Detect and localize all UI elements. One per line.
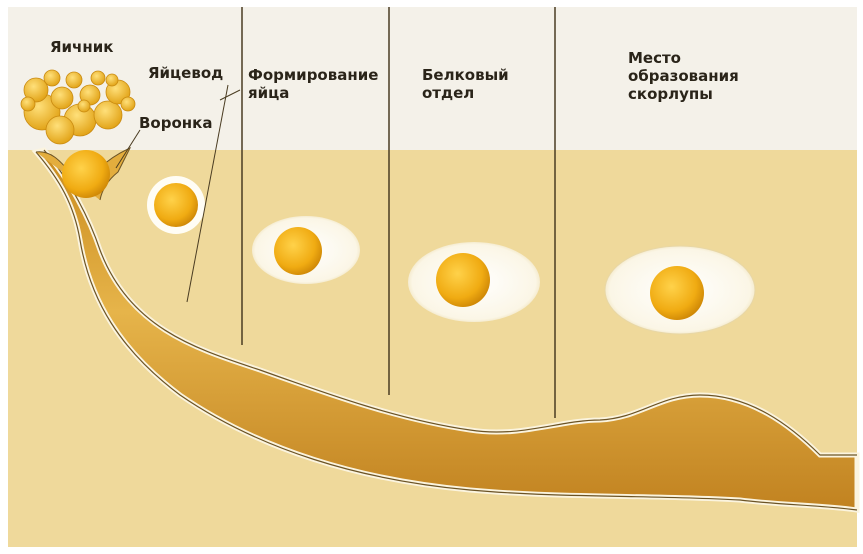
label-albumen-section: Белковый отдел bbox=[422, 66, 509, 102]
label-egg-formation: Формирование яйца bbox=[248, 66, 378, 102]
label-ovary: Яичник bbox=[50, 38, 113, 56]
yolk-in-funnel bbox=[62, 150, 110, 198]
egg-stage-2 bbox=[252, 216, 360, 284]
egg-stage-4 bbox=[605, 246, 755, 334]
label-shell-formation: Место образования скорлупы bbox=[628, 49, 739, 103]
egg-stage-3 bbox=[408, 242, 540, 322]
label-oviduct: Яйцевод bbox=[148, 64, 223, 82]
label-funnel: Воронка bbox=[139, 114, 212, 132]
egg-stage-1 bbox=[147, 176, 205, 234]
